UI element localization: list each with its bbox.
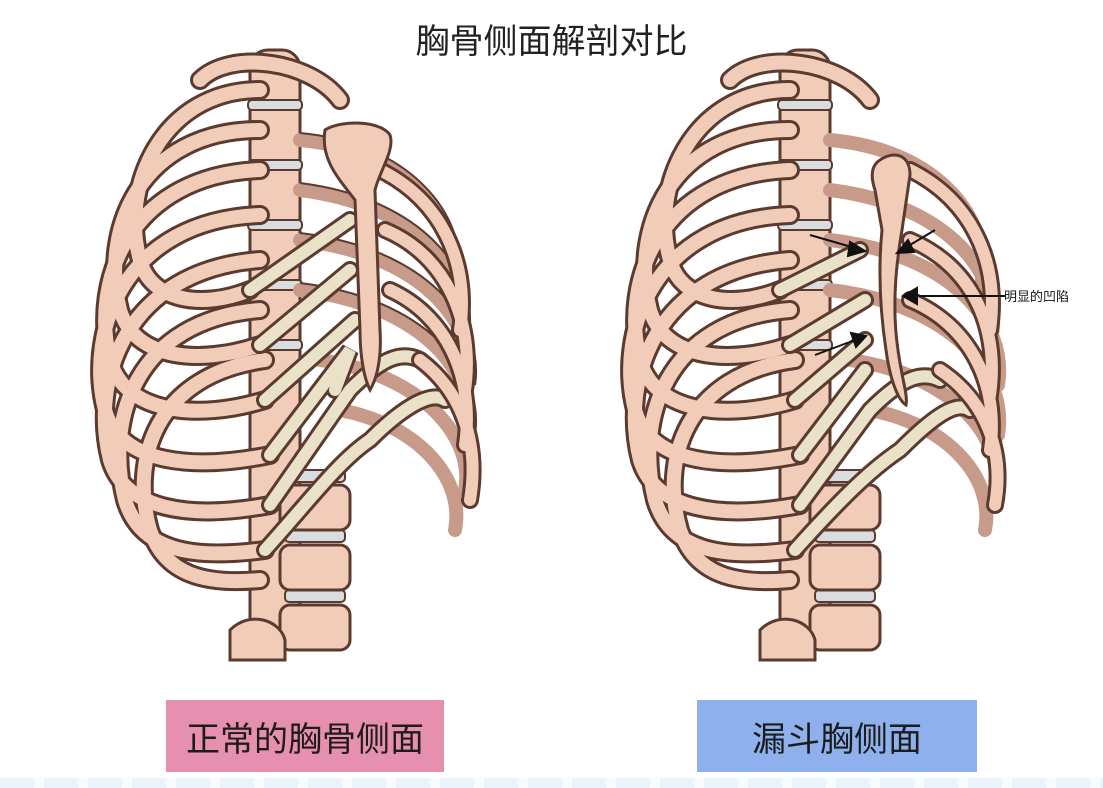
depression-arrows (809, 229, 1005, 356)
page-title: 胸骨侧面解剖对比 (415, 22, 688, 62)
sternum (322, 121, 393, 394)
normal-ribcage-illustration (90, 48, 482, 662)
bottom-decor-strip (0, 778, 1103, 788)
sternum-depressed (870, 153, 912, 408)
pectus-caption: 漏斗胸侧面 (697, 700, 977, 772)
pectus-ribcage-illustration (620, 48, 1007, 662)
normal-caption: 正常的胸骨侧面 (166, 700, 444, 772)
depression-label: 明显的凹陷 (1004, 290, 1070, 305)
